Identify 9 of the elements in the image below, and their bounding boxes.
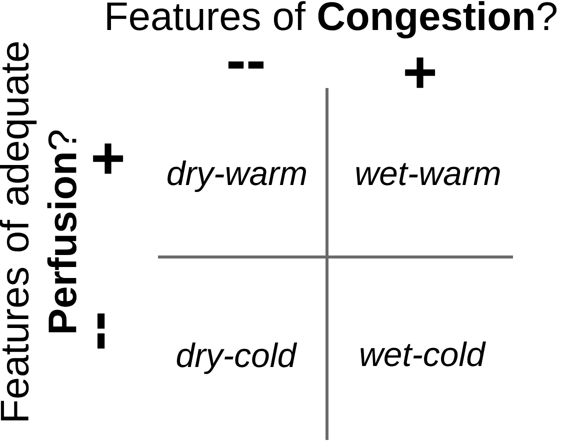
column-sign: -- [228,61,264,69]
quadrant-label: wet-warm [356,163,500,186]
axis-title: Features of Congestion? [107,1,557,38]
row-sign: -- [97,313,105,349]
column-sign: + [405,57,436,88]
row-sign: + [93,143,124,174]
quadrant-label: dry-warm [168,160,306,192]
quadrant-label: dry-cold [176,342,298,374]
quadrant-label: wet-cold [360,341,486,366]
